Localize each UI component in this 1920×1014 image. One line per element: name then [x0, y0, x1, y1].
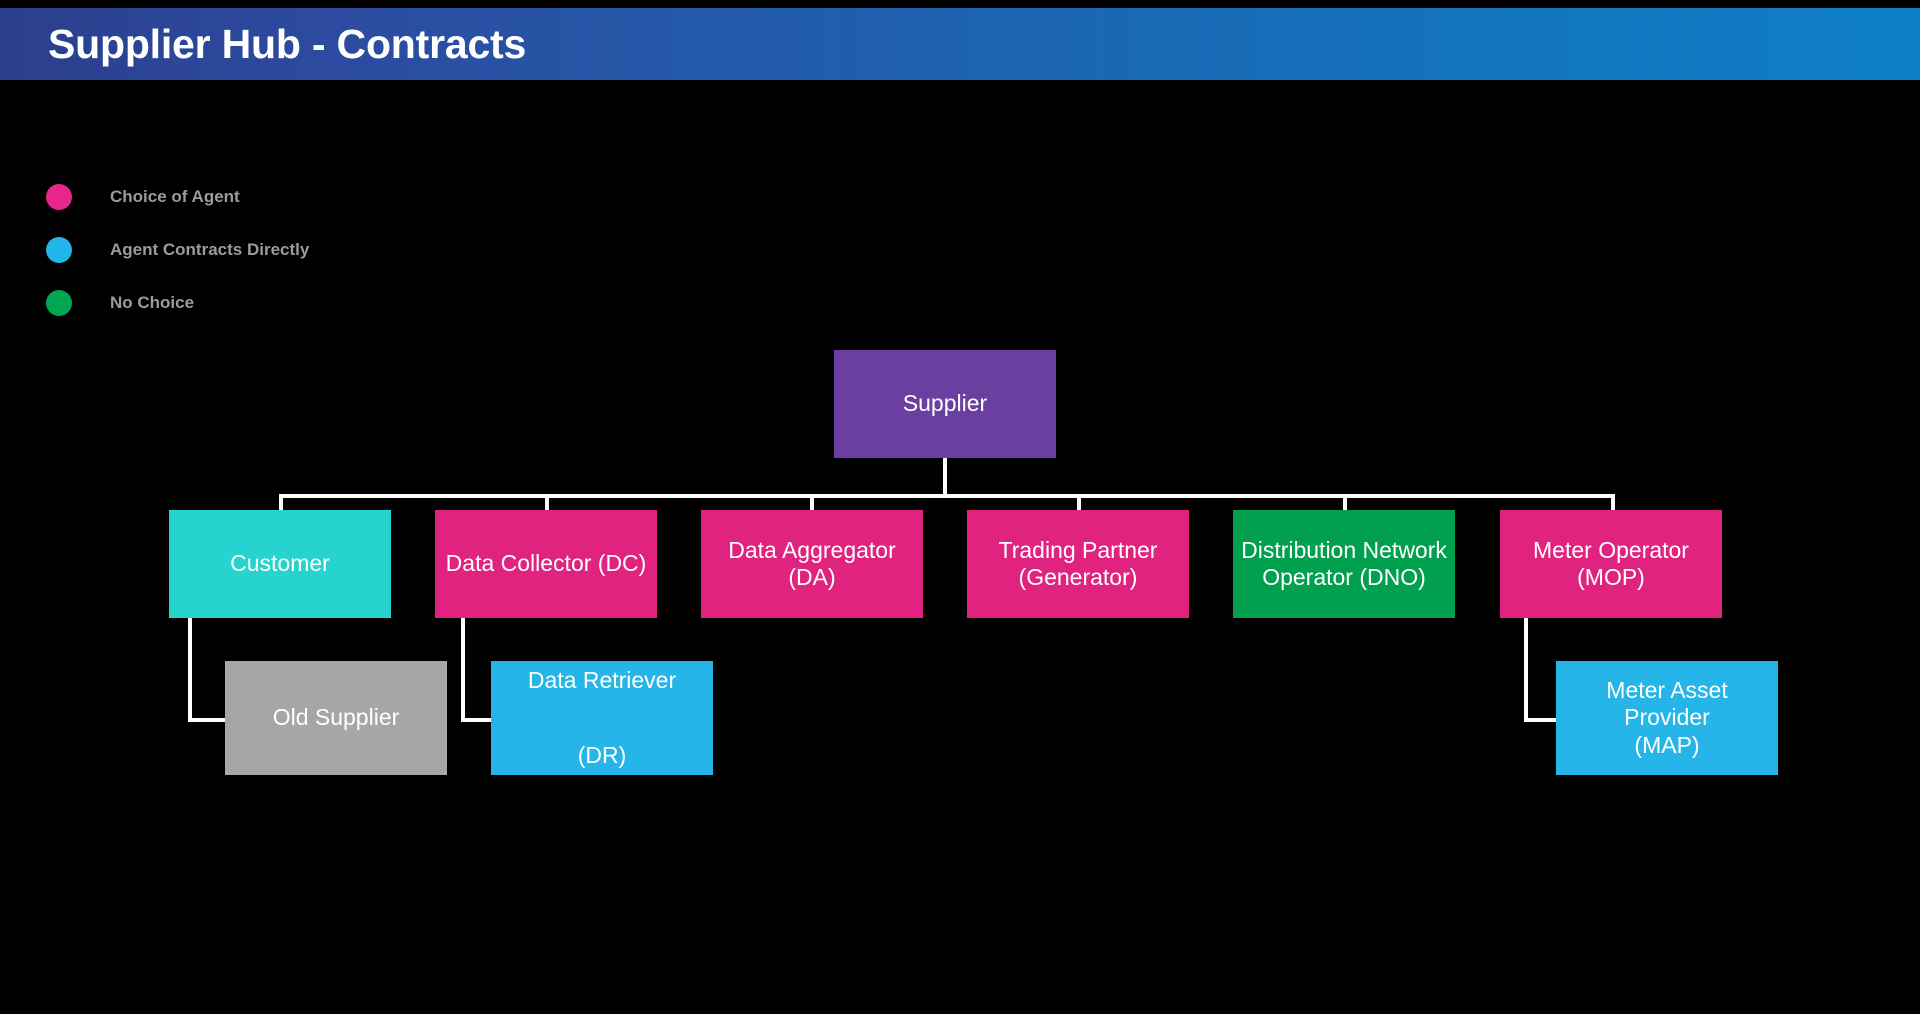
legend: Choice of Agent Agent Contracts Directly… [46, 170, 309, 329]
connector-dc-dr-vertical [461, 617, 465, 722]
connector-supplier-stem [943, 457, 947, 498]
node-meter-asset-provider[interactable]: Meter Asset Provider(MAP) [1556, 661, 1778, 775]
connector-drop-dno [1343, 494, 1347, 511]
node-label: Supplier [902, 390, 988, 417]
legend-item-agent-contracts-directly: Agent Contracts Directly [46, 223, 309, 276]
node-label: Trading Partner(Generator) [998, 536, 1158, 590]
connector-mop-map-horizontal [1524, 718, 1557, 722]
legend-item-no-choice: No Choice [46, 276, 309, 329]
legend-label: No Choice [110, 292, 195, 312]
connector-mop-map-vertical [1524, 617, 1528, 722]
node-label: Customer [230, 550, 330, 577]
node-label: Data Collector (DC) [445, 550, 647, 577]
node-old-supplier[interactable]: Old Supplier [225, 661, 447, 775]
node-label: Meter Asset Provider(MAP) [1606, 677, 1728, 758]
node-supplier[interactable]: Supplier [834, 350, 1056, 458]
node-data-retriever[interactable]: Data Retriever(DR) [491, 661, 713, 775]
node-data-collector[interactable]: Data Collector (DC) [435, 510, 657, 618]
connector-customer-old-supplier-horizontal [188, 718, 226, 722]
node-label: Meter Operator(MOP) [1533, 536, 1689, 590]
title-bar: Supplier Hub - Contracts [0, 8, 1920, 80]
node-label: Old Supplier [272, 704, 400, 731]
legend-label: Choice of Agent [110, 186, 240, 206]
node-label: Data Retriever(DR) [527, 667, 677, 768]
page-title: Supplier Hub - Contracts [48, 20, 527, 67]
legend-dot-pink-icon [46, 183, 72, 210]
connector-drop-mop [1611, 494, 1615, 511]
connector-drop-dc [545, 494, 549, 511]
connector-drop-customer [279, 494, 283, 511]
node-data-aggregator[interactable]: Data Aggregator (DA) [701, 510, 923, 618]
legend-label: Agent Contracts Directly [110, 239, 310, 259]
connector-drop-da [810, 494, 814, 511]
legend-dot-blue-icon [46, 236, 72, 263]
node-meter-operator[interactable]: Meter Operator(MOP) [1500, 510, 1722, 618]
node-trading-partner[interactable]: Trading Partner(Generator) [967, 510, 1189, 618]
node-customer[interactable]: Customer [169, 510, 391, 618]
connector-drop-tp [1077, 494, 1081, 511]
connector-dc-dr-horizontal [461, 718, 495, 722]
connector-customer-old-supplier-vertical [188, 617, 192, 722]
legend-item-choice-of-agent: Choice of Agent [46, 170, 309, 223]
node-label: Data Aggregator (DA) [728, 536, 896, 590]
legend-dot-green-icon [46, 289, 72, 316]
connector-horizontal-bus [279, 494, 1615, 498]
